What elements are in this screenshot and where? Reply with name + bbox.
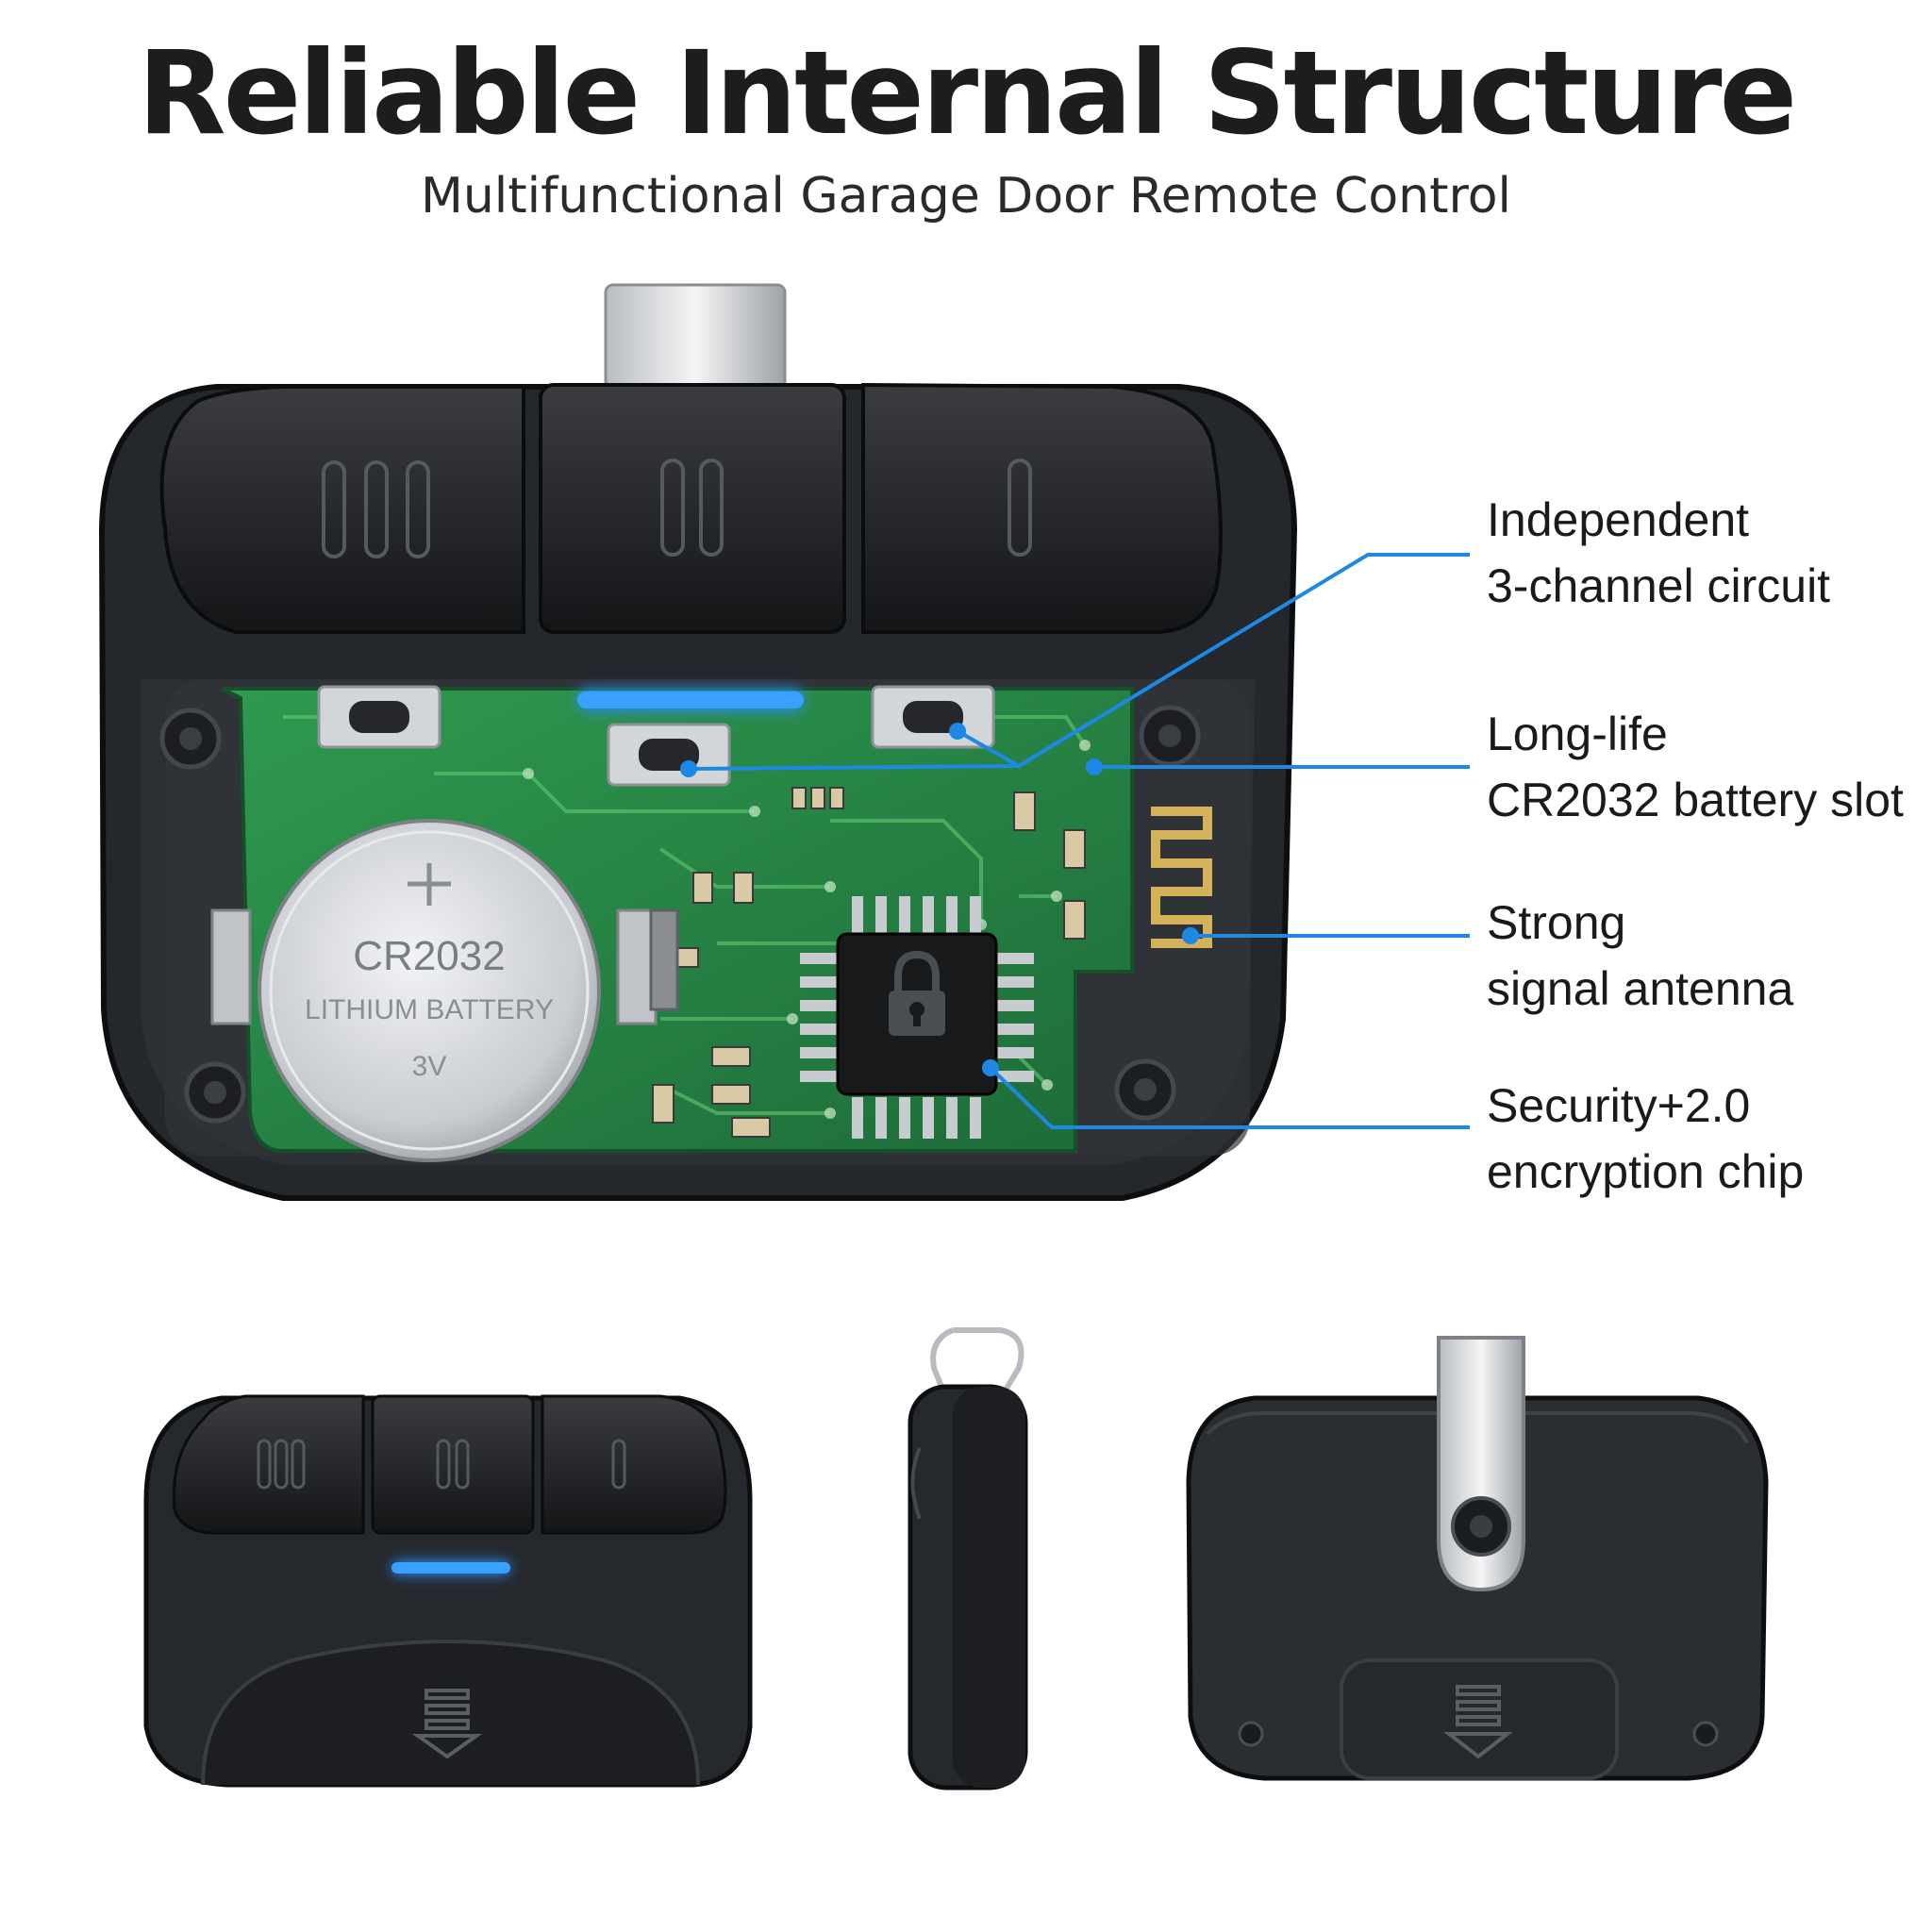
page-subtitle: Multifunctional Garage Door Remote Contr… bbox=[420, 168, 1511, 225]
antenna bbox=[1151, 807, 1212, 948]
page-title: Reliable Internal Structure bbox=[137, 26, 1798, 160]
side-view bbox=[908, 1327, 1028, 1790]
callout-line-2: encryption chip bbox=[1487, 1145, 1805, 1198]
callout-line-1: Security+2.0 bbox=[1487, 1079, 1751, 1132]
battery-model: CR2032 bbox=[353, 933, 505, 979]
visor-clip bbox=[604, 283, 787, 391]
lock-icon bbox=[889, 950, 945, 1036]
callout-encryption-chip: Security+2.0 encryption chip bbox=[1487, 1073, 1804, 1205]
callout-line-1: Independent bbox=[1487, 493, 1750, 546]
back-view bbox=[1186, 1336, 1769, 1781]
callout-line-2: 3-channel circuit bbox=[1487, 559, 1831, 612]
led-indicator bbox=[577, 691, 804, 708]
callout-battery-slot: Long-life CR2032 battery slot bbox=[1487, 701, 1904, 833]
battery-voltage: 3V bbox=[412, 1051, 447, 1082]
callout-3-channel-circuit: Independent 3-channel circuit bbox=[1487, 487, 1830, 619]
callout-line-2: CR2032 battery slot bbox=[1487, 774, 1904, 826]
callout-dots bbox=[680, 723, 1199, 1076]
button-3[interactable] bbox=[861, 382, 1223, 634]
callout-line-1: Long-life bbox=[1487, 708, 1668, 760]
callout-line-2: signal antenna bbox=[1487, 962, 1794, 1015]
cr2032-battery: CR2032 LITHIUM BATTERY 3V bbox=[258, 819, 601, 1162]
battery-type: LITHIUM BATTERY bbox=[305, 994, 554, 1025]
front-view bbox=[143, 1394, 753, 1788]
battery-down-arrow-icon bbox=[411, 1689, 483, 1759]
callout-antenna: Strong signal antenna bbox=[1487, 890, 1793, 1022]
callout-lines bbox=[688, 553, 1470, 1129]
callout-line-1: Strong bbox=[1487, 896, 1626, 949]
button-2[interactable] bbox=[539, 383, 846, 634]
main-remote: CR2032 LITHIUM BATTERY 3V bbox=[98, 283, 1298, 1201]
